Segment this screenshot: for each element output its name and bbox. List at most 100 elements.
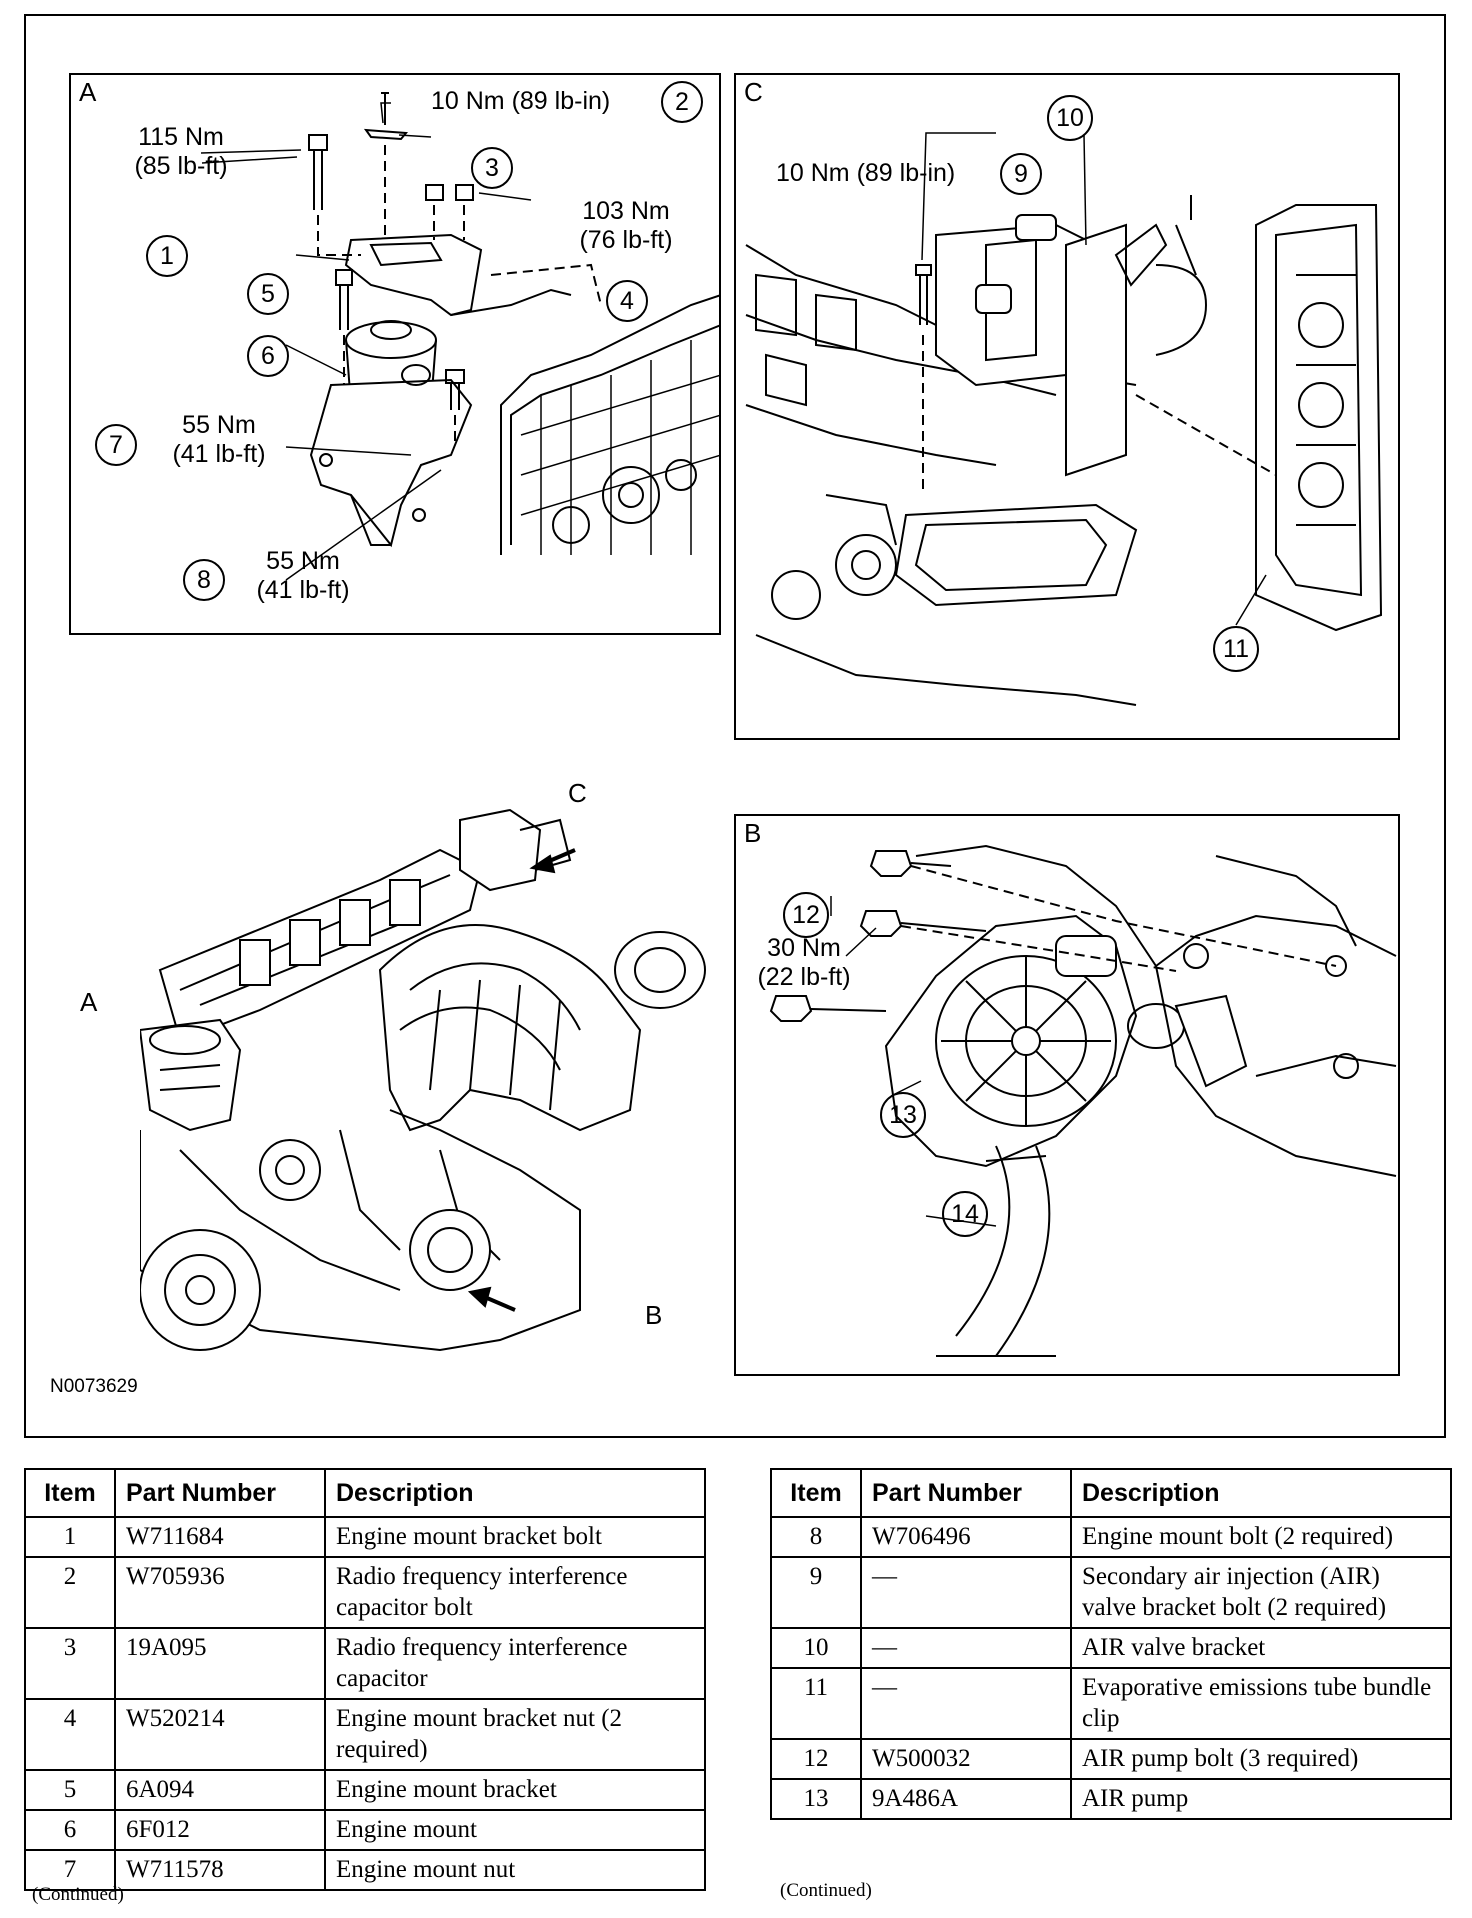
table-row: 8 W706496 Engine mount bolt (2 required) <box>770 1516 1452 1558</box>
cell-part-number: W711578 <box>114 1849 326 1891</box>
table-header-row: Item Part Number Description <box>770 1468 1452 1518</box>
table-row: 3 19A095 Radio frequency interference ca… <box>24 1627 706 1700</box>
callout-2: 2 <box>661 81 703 123</box>
callout-4-torque-nm: 103 Nm <box>582 197 670 225</box>
callout-2-torque: 10 Nm (89 lb-in) <box>431 87 611 115</box>
cell-part-number: 19A095 <box>114 1627 326 1700</box>
cell-item: 2 <box>24 1556 116 1629</box>
figure-frame <box>24 14 1446 1438</box>
callout-9: 9 <box>1000 153 1042 195</box>
callout-7-torque-imp: (41 lb-ft) <box>172 440 266 468</box>
cell-part-number: — <box>860 1627 1072 1669</box>
cell-description: AIR pump <box>1070 1778 1452 1820</box>
panel-b-letter: B <box>744 818 762 848</box>
panel-b: B 12 30 Nm (22 lb-ft) 13 14 <box>734 814 1400 1376</box>
table-row: 2 W705936 Radio frequency interference c… <box>24 1556 706 1629</box>
view-ref-a: A <box>80 987 98 1017</box>
callout-3: 3 <box>471 147 513 189</box>
callout-12: 12 <box>783 892 829 938</box>
panel-c-drawing <box>745 132 1383 706</box>
cell-part-number: W500032 <box>860 1738 1072 1780</box>
table-row: 13 9A486A AIR pump <box>770 1778 1452 1820</box>
callout-8-torque: 55 Nm (41 lb-ft) <box>243 547 363 605</box>
callout-7-torque-nm: 55 Nm <box>182 411 256 439</box>
panel-a-letter: A <box>79 77 97 107</box>
continued-note-left: (Continued) <box>32 1884 124 1905</box>
cell-item: 1 <box>24 1516 116 1558</box>
callout-6: 6 <box>247 335 289 377</box>
cell-item: 7 <box>24 1849 116 1891</box>
callout-12-torque-imp: (22 lb-ft) <box>757 963 851 991</box>
cell-item: 5 <box>24 1769 116 1811</box>
table-row: 6 6F012 Engine mount <box>24 1809 706 1851</box>
cell-part-number: — <box>860 1556 1072 1629</box>
cell-item: 11 <box>770 1667 862 1740</box>
figure-id: N0073629 <box>50 1376 138 1397</box>
cell-part-number: W520214 <box>114 1698 326 1771</box>
callout-7: 7 <box>95 424 137 466</box>
callout-4-torque-imp: (76 lb-ft) <box>579 226 673 254</box>
table-row: 7 W711578 Engine mount nut <box>24 1849 706 1891</box>
parts-table-left: Item Part Number Description 1 W711684 E… <box>24 1468 706 1891</box>
callout-12-torque-nm: 30 Nm <box>767 934 841 962</box>
table-row: 11 — Evaporative emissions tube bundle c… <box>770 1667 1452 1740</box>
cell-description: Engine mount bolt (2 required) <box>1070 1516 1452 1558</box>
callout-8: 8 <box>183 559 225 601</box>
cell-item: 9 <box>770 1556 862 1629</box>
cell-description: Engine mount bracket bolt <box>324 1516 706 1558</box>
col-header-description: Description <box>324 1468 706 1518</box>
table-row: 1 W711684 Engine mount bracket bolt <box>24 1516 706 1558</box>
col-header-item: Item <box>24 1468 116 1518</box>
cell-description: Engine mount nut <box>324 1849 706 1891</box>
callout-5: 5 <box>247 273 289 315</box>
callout-1: 1 <box>146 235 188 277</box>
cell-description: Engine mount <box>324 1809 706 1851</box>
callout-13: 13 <box>880 1092 926 1138</box>
col-header-item: Item <box>770 1468 862 1518</box>
col-header-description: Description <box>1070 1468 1452 1518</box>
table-row: 10 — AIR valve bracket <box>770 1627 1452 1669</box>
col-header-part-number: Part Number <box>860 1468 1072 1518</box>
cell-item: 13 <box>770 1778 862 1820</box>
cell-part-number: 6A094 <box>114 1769 326 1811</box>
cell-description: Engine mount bracket <box>324 1769 706 1811</box>
cell-item: 6 <box>24 1809 116 1851</box>
table-row: 4 W520214 Engine mount bracket nut (2 re… <box>24 1698 706 1771</box>
cell-part-number: 9A486A <box>860 1778 1072 1820</box>
table-row: 12 W500032 AIR pump bolt (3 required) <box>770 1738 1452 1780</box>
callout-9-torque: 10 Nm (89 lb-in) <box>776 159 956 187</box>
cell-item: 3 <box>24 1627 116 1700</box>
panel-c-letter: C <box>744 77 763 107</box>
callout-8-torque-nm: 55 Nm <box>266 547 340 575</box>
cell-description: Radio frequency interference capacitor b… <box>324 1556 706 1629</box>
cell-part-number: W706496 <box>860 1516 1072 1558</box>
table-header-row: Item Part Number Description <box>24 1468 706 1518</box>
callout-1-torque-imp: (85 lb-ft) <box>134 152 228 180</box>
cell-description: Secondary air injection (AIR) valve brac… <box>1070 1556 1452 1629</box>
continued-note-right: (Continued) <box>780 1880 872 1901</box>
cell-description: AIR pump bolt (3 required) <box>1070 1738 1452 1780</box>
view-ref-b: B <box>645 1300 663 1330</box>
panel-a-drawing <box>200 92 719 581</box>
cell-item: 8 <box>770 1516 862 1558</box>
cell-description: Engine mount bracket nut (2 required) <box>324 1698 706 1771</box>
engine-overview-drawing <box>140 808 706 1352</box>
cell-part-number: W711684 <box>114 1516 326 1558</box>
cell-item: 12 <box>770 1738 862 1780</box>
callout-14: 14 <box>942 1191 988 1237</box>
cell-part-number: W705936 <box>114 1556 326 1629</box>
callout-1-torque-nm: 115 Nm <box>138 123 224 151</box>
callout-11: 11 <box>1213 626 1259 672</box>
callout-12-torque: 30 Nm (22 lb-ft) <box>744 934 864 992</box>
callout-8-torque-imp: (41 lb-ft) <box>256 576 350 604</box>
callout-4: 4 <box>606 280 648 322</box>
panel-a: A 115 Nm (85 lb-ft) 1 10 Nm (89 lb-in) 2… <box>69 73 721 635</box>
table-row: 5 6A094 Engine mount bracket <box>24 1769 706 1811</box>
table-row: 9 — Secondary air injection (AIR) valve … <box>770 1556 1452 1629</box>
cell-part-number: — <box>860 1667 1072 1740</box>
panel-b-drawing <box>769 844 1397 1357</box>
cell-item: 4 <box>24 1698 116 1771</box>
parts-table-right: Item Part Number Description 8 W706496 E… <box>770 1468 1452 1820</box>
col-header-part-number: Part Number <box>114 1468 326 1518</box>
cell-description: Radio frequency interference capacitor <box>324 1627 706 1700</box>
